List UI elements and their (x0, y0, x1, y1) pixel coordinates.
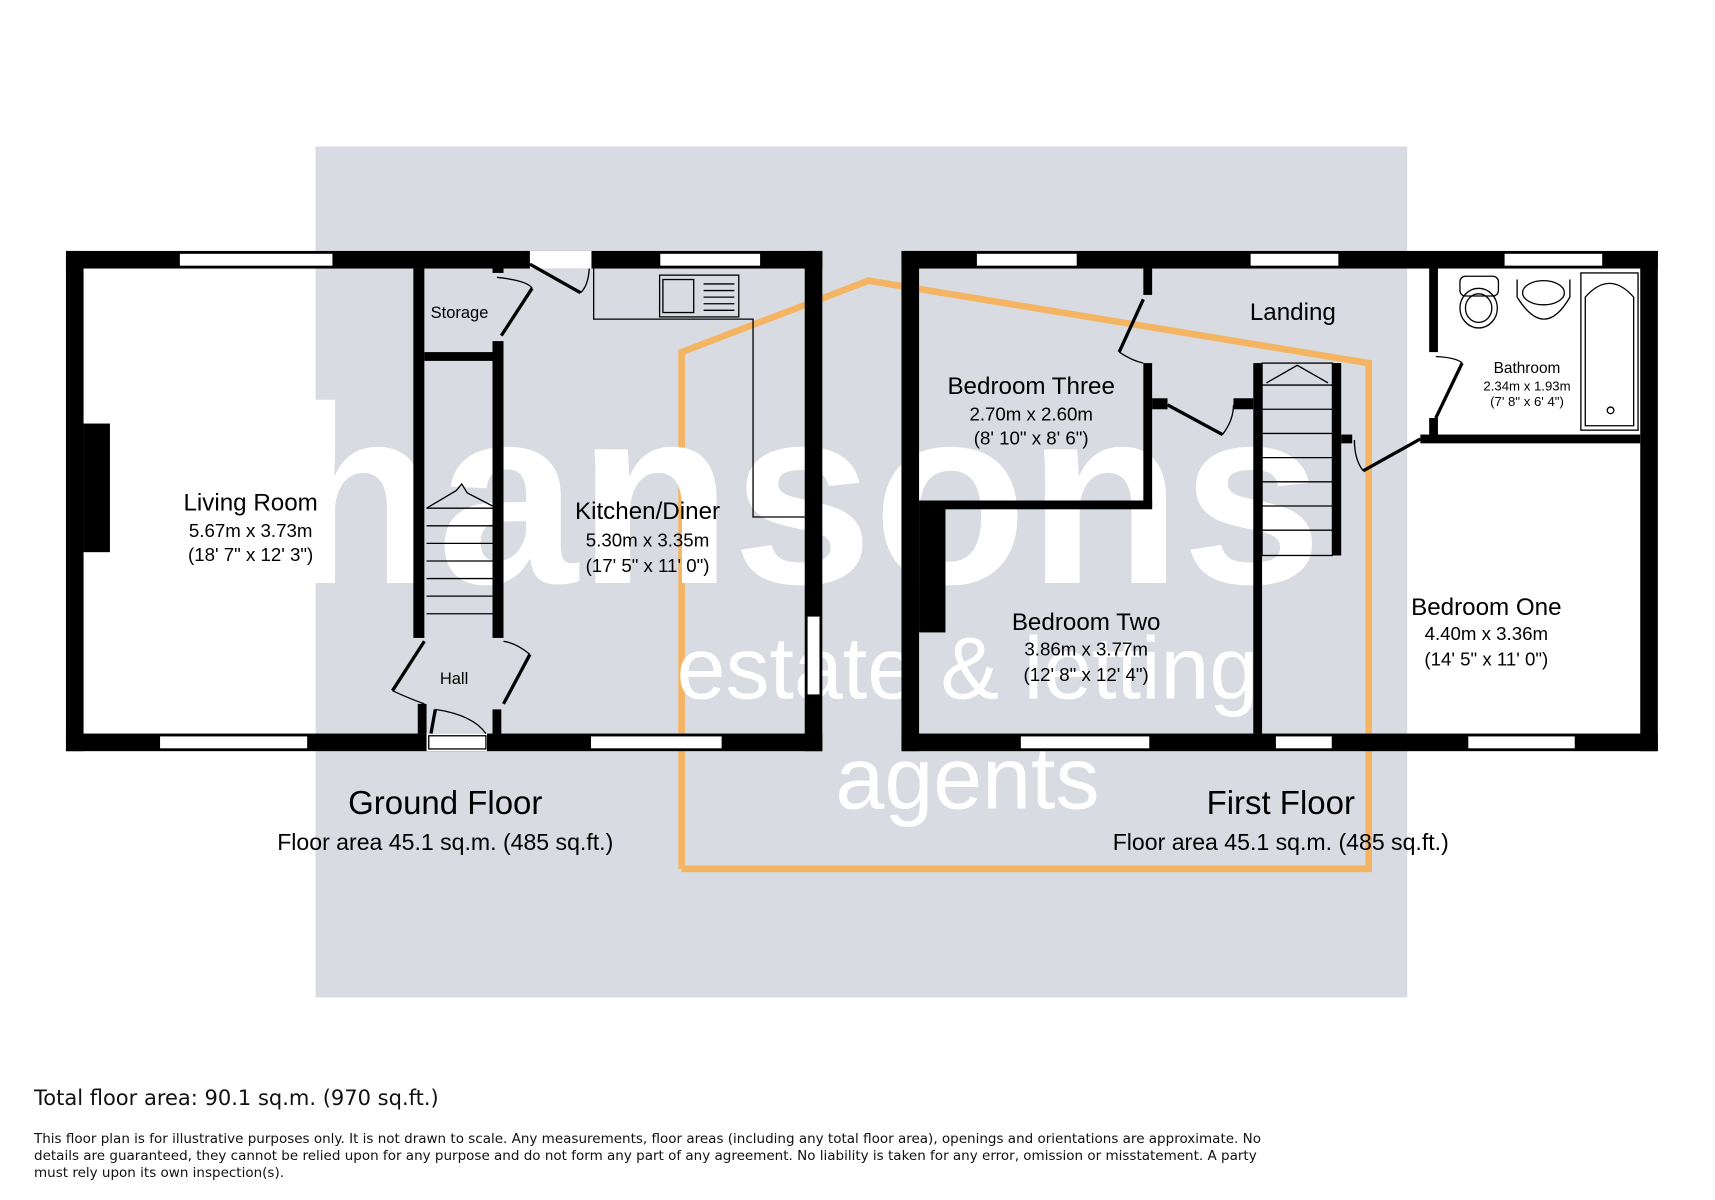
room-name: Bedroom Three (947, 373, 1115, 400)
room-metric: 5.30m x 3.35m (586, 530, 710, 551)
stairs (1261, 362, 1334, 557)
ground-floor-plan (65, 250, 823, 752)
window (1503, 252, 1604, 268)
chimney-breast (919, 508, 946, 633)
window (806, 615, 821, 696)
window (178, 252, 334, 268)
window (1274, 735, 1334, 750)
first-floor-plan (901, 250, 1658, 752)
window (1466, 735, 1577, 750)
floor-title: First Floor (1207, 784, 1355, 821)
room-metric: 2.34m x 1.93m (1483, 379, 1570, 394)
bath (1580, 272, 1639, 431)
room-metric: 3.86m x 3.77m (1024, 639, 1148, 660)
room-imperial: (12' 8" x 12' 4") (1024, 664, 1149, 685)
room-imperial: (7' 8" x 6' 4") (1490, 394, 1564, 409)
room-name: Storage (431, 304, 489, 322)
room-name: Landing (1250, 299, 1336, 326)
floor-area: Floor area 45.1 sq.m. (485 sq.ft.) (1113, 829, 1449, 855)
window (975, 252, 1079, 268)
room-imperial: (8' 10" x 8' 6") (974, 427, 1089, 448)
disclaimer: This floor plan is for illustrative purp… (34, 1131, 1261, 1181)
room-metric: 2.70m x 2.60m (969, 403, 1093, 424)
chimney-breast (83, 423, 110, 553)
room-metric: 5.67m x 3.73m (189, 520, 313, 541)
room-imperial: (14' 5" x 11' 0") (1424, 648, 1548, 669)
window (589, 735, 723, 750)
floor-area: Floor area 45.1 sq.m. (485 sq.ft.) (277, 829, 613, 855)
window (158, 735, 309, 750)
room-name: Living Room (183, 489, 317, 516)
room-name: Hall (440, 670, 468, 688)
window (1019, 735, 1151, 750)
room-name: Bedroom One (1411, 594, 1561, 621)
basin (1516, 279, 1571, 320)
svg-text:estate & letting: estate & letting (677, 618, 1259, 717)
sink (658, 274, 740, 318)
watermark-logo: hansons estate & letting agents (283, 146, 1408, 998)
room-name: Bedroom Two (1012, 609, 1161, 636)
window (658, 252, 762, 268)
stairs (426, 482, 493, 615)
room-name: Bathroom (1494, 360, 1561, 377)
room-imperial: (18' 7" x 12' 3") (188, 544, 313, 565)
window (1249, 252, 1340, 268)
room-imperial: (17' 5" x 11' 0") (586, 555, 710, 576)
room-name: Kitchen/Diner (575, 498, 720, 525)
room-metric: 4.40m x 3.36m (1425, 623, 1549, 644)
floor-title: Ground Floor (348, 784, 542, 821)
toilet (1459, 275, 1500, 329)
svg-text:hansons: hansons (283, 354, 1323, 637)
total-floor-area: Total floor area: 90.1 sq.m. (970 sq.ft.… (34, 1086, 439, 1110)
